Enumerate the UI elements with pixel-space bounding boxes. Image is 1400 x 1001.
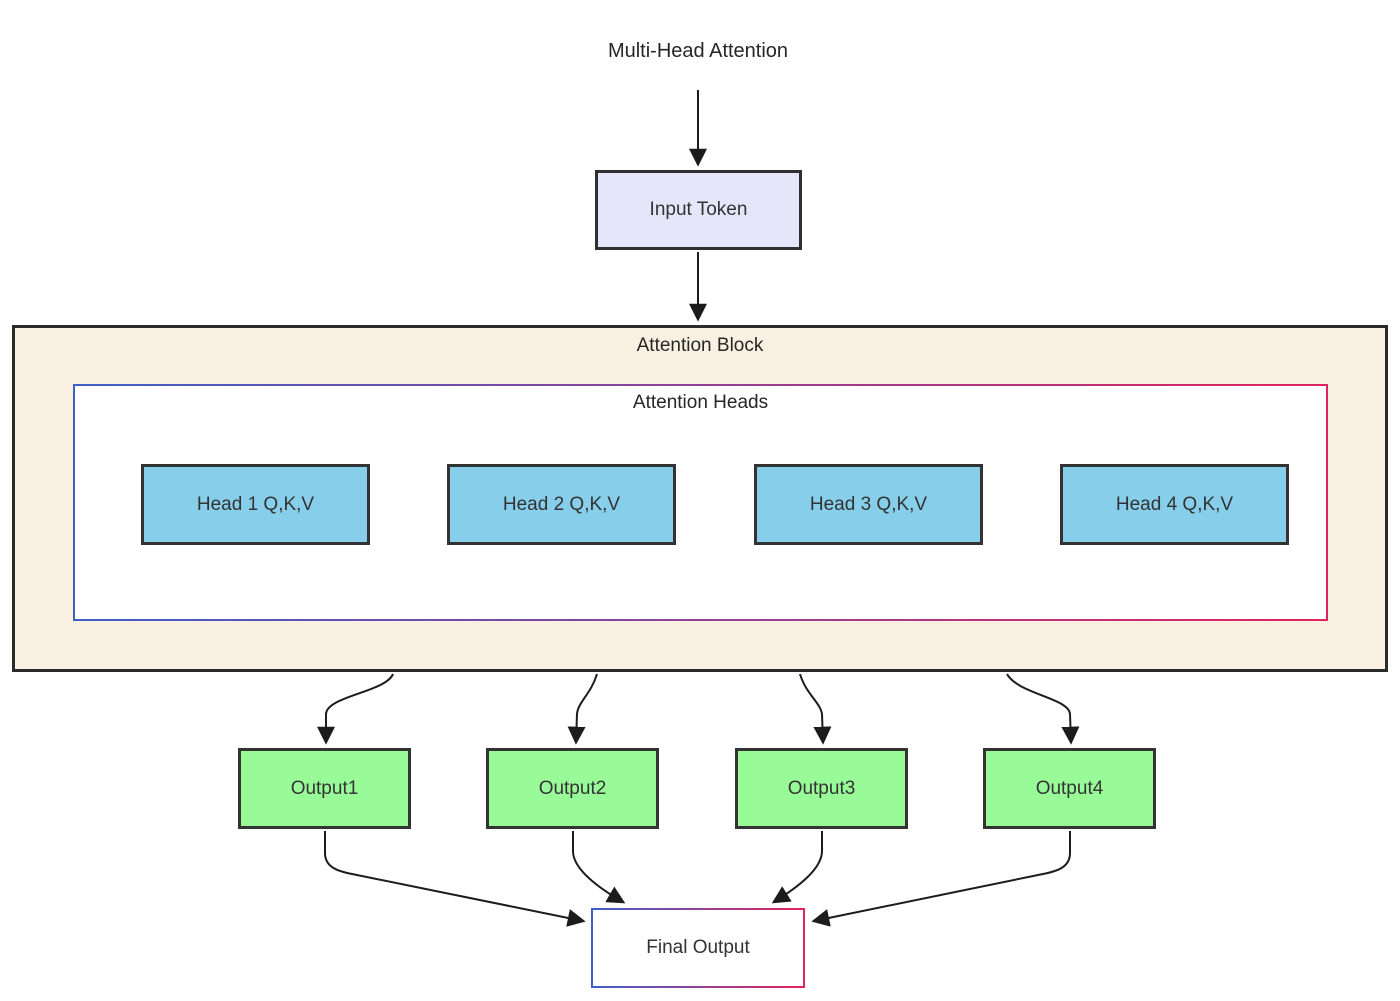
- input-token-label: Input Token: [649, 198, 748, 220]
- edge-output4-to-final-output: [811, 831, 1071, 927]
- attention-heads-label: Attention Heads: [632, 392, 769, 413]
- head-2-node: Head 2 Q,K,V: [447, 464, 676, 545]
- head-3-label: Head 3 Q,K,V: [809, 493, 928, 515]
- edge-attention-block-to-output1: [317, 673, 394, 745]
- output-3-node: Output3: [735, 748, 908, 829]
- attention-heads-container: Attention Heads Head 1 Q,K,V Head 2 Q,K,…: [73, 384, 1328, 621]
- final-output-node: Final Output: [591, 908, 805, 988]
- edge-output2-to-final-output: [572, 831, 626, 904]
- final-output-label: Final Output: [646, 936, 750, 958]
- output-1-node: Output1: [238, 748, 411, 829]
- head-1-node: Head 1 Q,K,V: [141, 464, 370, 545]
- attention-block-label: Attention Block: [636, 335, 764, 356]
- head-4-node: Head 4 Q,K,V: [1060, 464, 1289, 545]
- head-2-label: Head 2 Q,K,V: [502, 493, 621, 515]
- edge-attention-block-to-output2: [567, 673, 598, 745]
- attention-block-container: Attention Block Attention Heads Head 1 Q…: [12, 325, 1388, 672]
- input-token-node: Input Token: [595, 170, 802, 250]
- output-4-node: Output4: [983, 748, 1156, 829]
- output-1-label: Output1: [290, 777, 359, 799]
- diagram-title: Multi-Head Attention: [607, 40, 789, 62]
- output-3-label: Output3: [787, 777, 856, 799]
- edge-attention-block-to-output3: [799, 673, 832, 745]
- output-2-label: Output2: [538, 777, 607, 799]
- edge-output3-to-final-output: [771, 831, 823, 904]
- output-4-label: Output4: [1035, 777, 1104, 799]
- edge-attention-block-to-output4: [1006, 673, 1080, 745]
- output-2-node: Output2: [486, 748, 659, 829]
- head-3-node: Head 3 Q,K,V: [754, 464, 983, 545]
- head-4-label: Head 4 Q,K,V: [1115, 493, 1234, 515]
- edge-output1-to-final-output: [324, 831, 586, 927]
- head-1-label: Head 1 Q,K,V: [196, 493, 315, 515]
